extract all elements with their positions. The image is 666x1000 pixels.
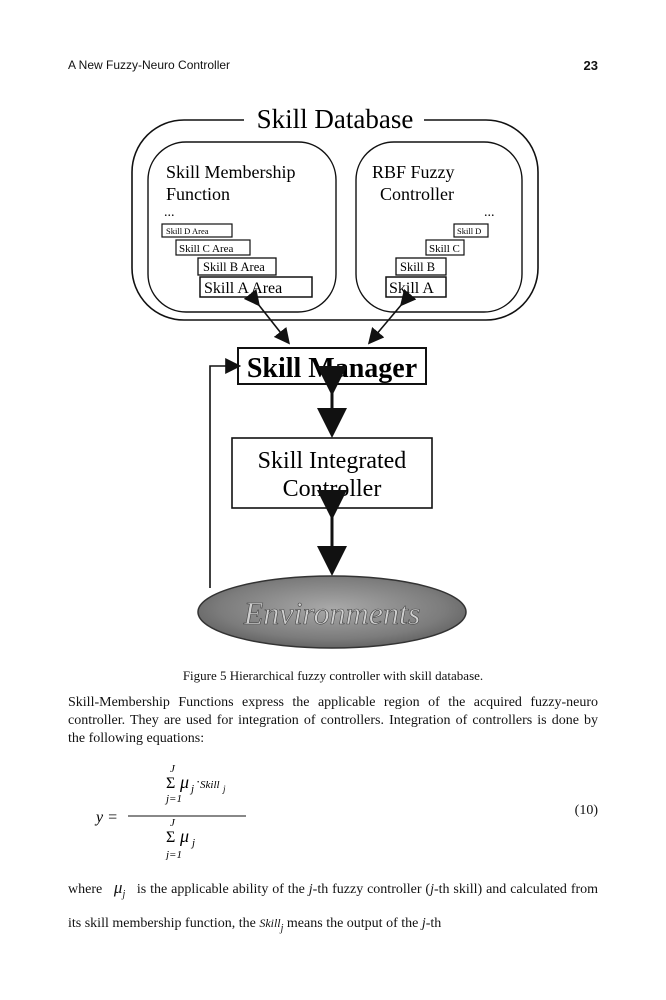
rbf-step-d [453, 223, 489, 238]
rbf-to-manager-arrow [367, 289, 417, 345]
rbf-title-line1: RBF Fuzzy [372, 162, 455, 182]
paragraph-where: where μj is the applicable ability of th… [68, 874, 598, 943]
membership-step-c [175, 239, 251, 256]
jth-2: j [430, 882, 434, 897]
where-text-b: -th fuzzy controller ( [312, 882, 431, 897]
eq-num-skill: Skill [200, 779, 220, 791]
equation-10: y = J Σ μ j · Skill j j=1 J Σ μ j j=1 (1… [68, 760, 598, 860]
rbf-title-line2: Controller [380, 184, 454, 204]
where-word: where [68, 882, 103, 897]
skill-symbol: Skill [259, 915, 281, 930]
jth-3: j [421, 915, 426, 931]
rbf-ellipsis: ... [484, 205, 495, 220]
membership-step-d-label: Skill D Area [166, 226, 209, 236]
skill-database-title: Skill Database [257, 104, 414, 134]
eq-num-upper: J [170, 763, 176, 775]
equation-graphic: y = J Σ μ j · Skill j j=1 J Σ μ j j=1 [94, 763, 246, 860]
equation-number: (10) [574, 803, 598, 818]
figure-caption: Figure 5 Hierarchical fuzzy controller w… [182, 668, 484, 683]
rbf-controller-box [355, 141, 523, 313]
membership-ellipsis: ... [164, 205, 175, 220]
rbf-step-c-label: Skill C [429, 243, 460, 255]
rbf-step-b-label: Skill B [400, 260, 435, 274]
where-text-c: -th skill) and calculated from its skill… [68, 882, 599, 931]
eq-num-sigma: Σ [166, 775, 175, 792]
hierarchical-controller-figure: Skill Database Skill Membership Function… [131, 104, 539, 649]
rbf-staircase: Skill D Skill C Skill B Skill A [385, 223, 489, 298]
rbf-step-d-label: Skill D [457, 226, 481, 236]
eq-den-mu: μ [179, 826, 189, 846]
membership-title-line1: Skill Membership [166, 162, 296, 182]
membership-title-line2: Function [166, 184, 230, 204]
eq-den-lower: j=1 [164, 849, 182, 860]
membership-step-d [161, 223, 233, 238]
integrated-label-line2: Controller [283, 476, 382, 502]
environments-ellipse [197, 575, 467, 649]
jth-1: j [308, 882, 313, 897]
where-text-a: is the applicable ability of the [136, 882, 305, 897]
eq-num-mu-sub: j [189, 783, 194, 795]
running-title: A New Fuzzy-Neuro Controller [68, 58, 231, 72]
mu-symbol: μ [113, 878, 123, 897]
eq-den-sigma: Σ [166, 829, 175, 846]
rbf-step-b [395, 257, 447, 276]
membership-step-b [197, 257, 277, 276]
eq-den-upper: J [170, 817, 176, 829]
environments-label: Environments [243, 595, 421, 631]
rbf-step-c [425, 239, 465, 256]
paragraph-skill-membership: Skill-Membership Functions express the a… [68, 695, 598, 746]
eq-num-dot: · [196, 774, 200, 789]
rbf-step-a-label: Skill A [389, 280, 434, 297]
database-title-mask [244, 106, 424, 136]
membership-step-c-label: Skill C Area [179, 243, 234, 255]
eq-lhs: y = [94, 809, 118, 826]
membership-step-a-label: Skill A Area [204, 280, 282, 297]
eq-num-mu: μ [179, 772, 189, 792]
mu-subscript: j [122, 888, 126, 900]
running-header: A New Fuzzy-Neuro Controller 23 [68, 58, 598, 78]
integrated-label-line1: Skill Integrated [258, 448, 407, 474]
where-text-e: -th [425, 915, 442, 931]
eq-den-mu-sub: j [190, 837, 195, 849]
eq-num-skill-sub: j [222, 784, 226, 794]
membership-function-box [147, 141, 337, 313]
membership-to-manager-arrow [243, 288, 290, 345]
skill-database-frame [131, 119, 539, 321]
skill-subscript: j [280, 922, 284, 934]
where-text-d: means the output of the [286, 915, 419, 931]
skill-manager-label: Skill Manager [247, 353, 417, 384]
eq-num-lower: j=1 [164, 793, 182, 805]
membership-staircase: Skill D Area Skill C Area Skill B Area S… [161, 223, 313, 298]
page-number: 23 [583, 58, 598, 73]
feedback-loop [209, 358, 242, 588]
membership-step-b-label: Skill B Area [203, 260, 265, 274]
